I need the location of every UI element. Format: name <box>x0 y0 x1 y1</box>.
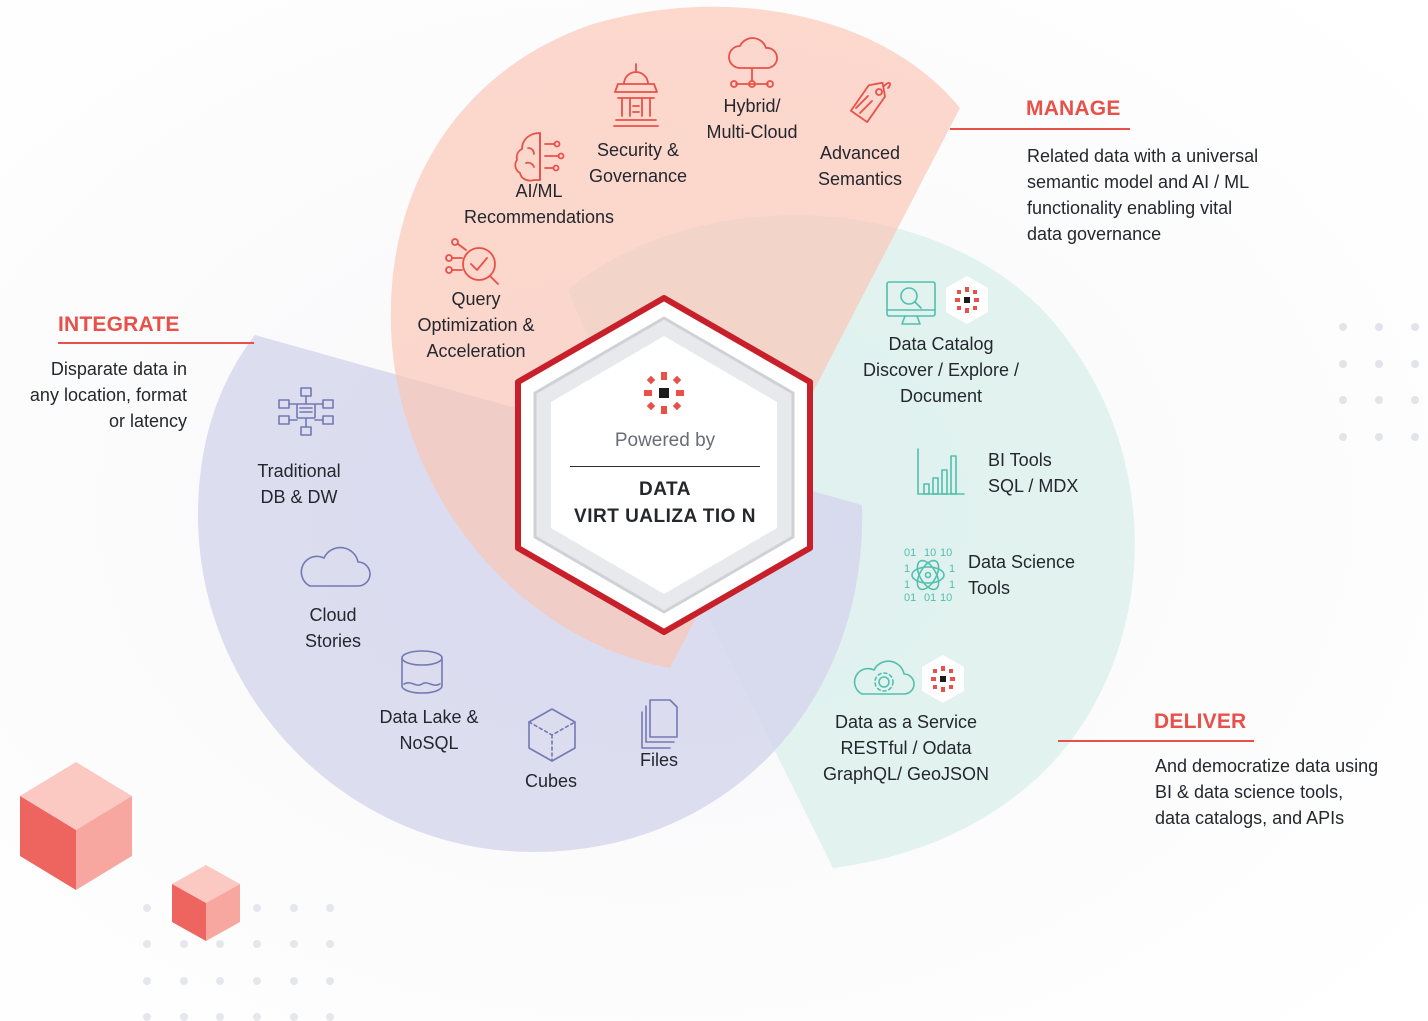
decorative-cube-small <box>172 865 240 941</box>
query-optimization-label: Query Optimization & Acceleration <box>417 289 535 361</box>
monitor-search-icon <box>886 281 936 325</box>
denodo-badge-icon <box>922 655 964 703</box>
ai-ml-recommendations-label: AI/ML Recommendations <box>463 181 615 227</box>
integrate-description: Disparate data in any location, format o… <box>29 359 187 431</box>
denodo-badge-icon <box>946 276 988 324</box>
manage-rule <box>950 128 1130 130</box>
svg-text:1: 1 <box>949 563 955 575</box>
deliver-description: And democratize data using BI & data sci… <box>1155 756 1379 828</box>
cloud-network-icon <box>728 37 778 88</box>
hub-title: DATA VIRT UALIZA TIO N <box>574 479 756 527</box>
denodo-logo-icon <box>644 372 684 414</box>
data-catalog-label: Data Catalog Discover / Explore / Docume… <box>862 334 1020 406</box>
database-cylinder-icon <box>401 650 443 694</box>
svg-text:10: 10 <box>940 547 952 559</box>
database-network-icon <box>278 387 334 436</box>
data-as-a-service-label: Data as a Service RESTful / Odata GraphQ… <box>822 712 990 784</box>
bi-tools-label: BI Tools SQL / MDX <box>988 450 1079 496</box>
tag-icon <box>850 81 891 123</box>
svg-text:01: 01 <box>904 547 916 559</box>
svg-text:1: 1 <box>904 579 910 591</box>
svg-text:10: 10 <box>940 592 952 604</box>
hybrid-multi-cloud-label: Hybrid/ Multi-Cloud <box>706 96 798 142</box>
hub-powered-by: Powered by <box>614 430 716 451</box>
cloud-icon <box>300 546 371 587</box>
manage-heading: MANAGE <box>1026 97 1121 120</box>
cloud-gear-icon <box>853 660 915 695</box>
deliver-rule <box>1058 740 1254 742</box>
hub-hexagon <box>515 295 813 635</box>
government-building-icon <box>613 63 659 127</box>
cube-icon <box>528 708 576 762</box>
svg-text:10: 10 <box>924 547 936 559</box>
svg-text:1: 1 <box>949 579 955 591</box>
hub-divider <box>570 466 760 467</box>
cubes-label: Cubes <box>524 771 578 791</box>
data-lake-nosql-label: Data Lake & NoSQL <box>379 707 479 753</box>
svg-text:01: 01 <box>924 592 936 604</box>
brain-icon <box>514 132 565 182</box>
data-science-tools-label: Data Science Tools <box>968 552 1076 598</box>
files-icon <box>641 699 678 749</box>
integrate-heading: INTEGRATE <box>58 313 180 336</box>
cloud-stories-label: Cloud Stories <box>304 605 362 651</box>
advanced-semantics-label: Advanced Semantics <box>817 143 903 189</box>
traditional-db-dw-label: Traditional DB & DW <box>257 461 341 507</box>
manage-description: Related data with a universal semantic m… <box>1027 146 1259 244</box>
decorative-dots-left <box>143 904 334 1021</box>
security-governance-label: Security & Governance <box>588 140 688 186</box>
deliver-heading: DELIVER <box>1154 710 1247 733</box>
integrate-rule <box>58 342 254 344</box>
svg-text:01: 01 <box>904 592 916 604</box>
svg-text:1: 1 <box>904 563 910 575</box>
magnifier-check-icon <box>445 238 499 285</box>
atom-binary-icon <box>911 559 945 591</box>
binary-digits: 01 10 10 1 1 1 1 01 01 10 <box>904 547 955 604</box>
decorative-cube-large <box>20 762 132 890</box>
bar-chart-icon <box>917 448 965 495</box>
decorative-dots-right <box>1339 323 1419 441</box>
files-label: Files <box>639 750 678 770</box>
